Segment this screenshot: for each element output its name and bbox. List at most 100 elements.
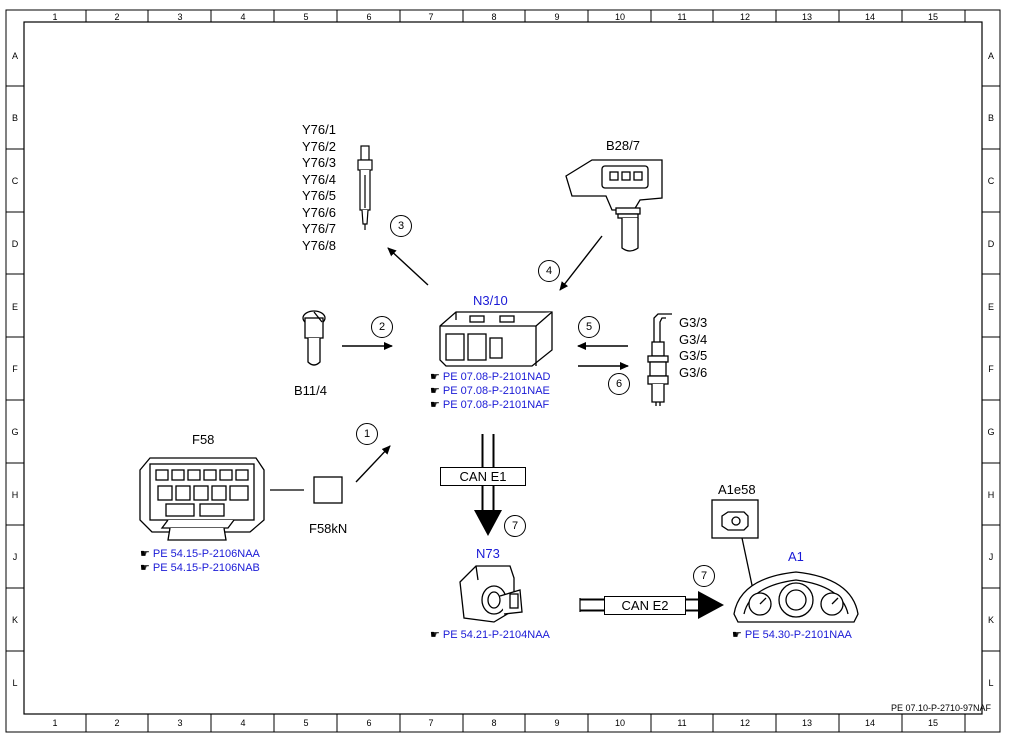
y76-label: Y76/6 [302, 204, 336, 220]
pressure-sensor-b28-icon [565, 159, 663, 252]
col-label: 8 [491, 718, 497, 728]
col-label: 15 [927, 718, 938, 728]
a1-label: A1 [788, 549, 804, 564]
indicator-a1e58-icon [711, 499, 759, 607]
o2-sensor-g3-icon [647, 313, 672, 406]
col-label: 11 [677, 718, 687, 728]
y76-label: Y76/3 [302, 155, 336, 170]
row-label: J [12, 552, 18, 562]
row-label: A [987, 51, 994, 61]
ref-text: PE 07.08-P-2101NAE [442, 385, 550, 397]
col-label: 9 [554, 12, 560, 22]
col-label: 4 [240, 12, 246, 22]
col-label: 11 [677, 12, 687, 22]
col-label: 10 [614, 718, 625, 728]
fuse-box-f58-icon [139, 457, 265, 541]
y76-label: Y76/2 [302, 138, 336, 154]
can-e1-label: CAN E1 [440, 467, 526, 486]
col-label: 13 [801, 718, 812, 728]
col-label: 8 [491, 12, 497, 22]
pointing-hand-icon: ☛ [732, 629, 742, 641]
pointing-hand-icon: ☛ [430, 629, 440, 641]
y76-label: Y76/8 [302, 237, 336, 253]
col-label: 15 [927, 12, 938, 22]
ref-link-a1[interactable]: ☛PE 54.30-P-2101NAA [732, 629, 852, 642]
arrow-4 [559, 235, 603, 291]
col-label: 5 [303, 12, 309, 22]
row-label: G [987, 427, 995, 437]
signal-number-3: 3 [390, 215, 412, 237]
ref-text: PE 54.15-P-2106NAA [152, 548, 260, 560]
column-ticks [85, 10, 966, 732]
n73-label: N73 [476, 546, 500, 561]
y76-label: Y76/1 [302, 122, 336, 137]
f58kn-label: F58kN [309, 521, 348, 536]
row-label: B [11, 113, 18, 123]
col-label: 5 [303, 718, 309, 728]
ref-link-n3-10-naf[interactable]: ☛PE 07.08-P-2101NAF [430, 399, 549, 412]
b28-7-label: B28/7 [606, 138, 640, 153]
ref-text: PE 07.08-P-2101NAD [442, 371, 551, 383]
y76-label: Y76/4 [302, 171, 336, 187]
row-label: F [12, 364, 18, 374]
col-label: 14 [864, 718, 875, 728]
signal-number-2: 2 [371, 316, 393, 338]
row-label: B [987, 113, 994, 123]
row-label: D [987, 239, 995, 249]
arrow-3 [387, 247, 429, 286]
col-label: 12 [739, 718, 750, 728]
ref-link-n3-10-nad[interactable]: ☛PE 07.08-P-2101NAD [430, 371, 551, 384]
g3-label: G3/4 [679, 331, 708, 347]
ref-link-n73[interactable]: ☛PE 54.21-P-2104NAA [430, 629, 550, 642]
f58-label: F58 [192, 432, 215, 447]
col-label: 9 [554, 718, 560, 728]
y76-label-list: Y76/1 Y76/2 Y76/3 Y76/4 Y76/5 Y76/6 Y76/… [302, 122, 336, 254]
ref-link-f58-naa[interactable]: ☛PE 54.15-P-2106NAA [140, 548, 260, 561]
ignition-switch-n73-icon [459, 565, 523, 623]
n3-10-label: N3/10 [473, 293, 508, 308]
ref-text: PE 54.30-P-2101NAA [744, 629, 852, 641]
pointing-hand-icon: ☛ [140, 548, 150, 560]
y76-label: Y76/5 [302, 188, 336, 203]
pointing-hand-icon: ☛ [430, 399, 440, 411]
g3-label-list: G3/3 G3/4 G3/5 G3/6 [679, 315, 707, 381]
y76-label: Y76/7 [302, 221, 336, 236]
injector-y76-icon [357, 145, 373, 230]
relay-f58kn-icon [313, 476, 343, 504]
pointing-hand-icon: ☛ [140, 562, 150, 574]
col-label: 6 [366, 12, 372, 22]
ecu-n3-10-icon [439, 311, 553, 367]
col-label: 12 [739, 12, 750, 22]
signal-number-6: 6 [608, 373, 630, 395]
g3-label: G3/6 [679, 364, 708, 380]
col-label: 1 [52, 718, 58, 728]
row-ticks [6, 85, 1000, 652]
signal-number-1: 1 [356, 423, 378, 445]
col-label: 13 [801, 12, 812, 22]
ref-text: PE 54.21-P-2104NAA [442, 629, 550, 641]
row-label: H [11, 490, 19, 500]
instrument-cluster-a1-icon [733, 571, 859, 623]
col-label: 6 [366, 718, 372, 728]
col-label: 2 [114, 12, 120, 22]
ref-link-n3-10-nae[interactable]: ☛PE 07.08-P-2101NAE [430, 385, 550, 398]
row-label: L [988, 678, 994, 688]
outer-frame [5, 9, 1001, 733]
temperature-sensor-b11-icon [302, 310, 326, 366]
signal-number-5: 5 [578, 316, 600, 338]
a1e58-label: A1e58 [718, 482, 756, 497]
row-label: K [11, 615, 18, 625]
ref-text: PE 54.15-P-2106NAB [152, 562, 260, 574]
col-label: 1 [52, 12, 58, 22]
row-label: E [987, 302, 994, 312]
ref-link-f58-nab[interactable]: ☛PE 54.15-P-2106NAB [140, 562, 260, 575]
g3-label: G3/5 [679, 348, 708, 363]
signal-number-7: 7 [504, 515, 526, 537]
b11-4-label: B11/4 [294, 383, 328, 398]
inner-frame [23, 21, 983, 715]
row-label: K [987, 615, 994, 625]
col-label: 7 [428, 12, 434, 22]
signal-number-7b: 7 [693, 565, 715, 587]
signal-number-4: 4 [538, 260, 560, 282]
row-label: C [987, 176, 995, 186]
